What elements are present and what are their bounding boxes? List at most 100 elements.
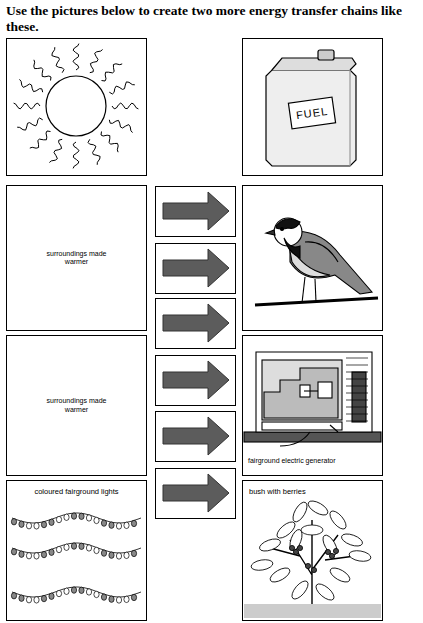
- arrow: [163, 361, 229, 399]
- sun-rays: [14, 44, 139, 169]
- sun-ray: [101, 132, 118, 153]
- grill-line: [346, 372, 368, 373]
- bulb: [34, 553, 39, 559]
- arrow-box: [156, 356, 236, 406]
- sun-ray: [30, 131, 51, 148]
- leaf: [268, 565, 292, 585]
- berry: [305, 563, 310, 568]
- bulb: [94, 547, 99, 553]
- bulb: [11, 519, 16, 525]
- bulb: [101, 594, 106, 600]
- bulb: [124, 552, 129, 558]
- picture-box: fairground electric generator: [242, 335, 383, 476]
- sun-ray: [52, 47, 64, 72]
- picture-box: bush with berries: [242, 480, 383, 621]
- berry: [311, 567, 316, 572]
- leaf: [327, 508, 349, 531]
- bulb: [109, 522, 114, 528]
- berry: [325, 549, 330, 554]
- bulb: [101, 550, 106, 556]
- leaf: [301, 525, 323, 535]
- arrow: [163, 304, 229, 342]
- sun-ray: [112, 103, 138, 109]
- berry: [289, 545, 294, 550]
- picture-box: coloured fairground lights: [6, 480, 147, 621]
- arrow-box: [156, 412, 236, 462]
- leaf: [289, 578, 311, 601]
- bulb: [79, 587, 84, 593]
- light-wire: [12, 543, 141, 553]
- leaf: [348, 549, 371, 563]
- grill-line: [346, 358, 368, 359]
- berry: [293, 549, 298, 554]
- sun-ray: [34, 60, 51, 81]
- bulb: [34, 523, 39, 529]
- bulb: [116, 523, 121, 529]
- bulb: [109, 596, 114, 602]
- grill-line: [346, 386, 368, 387]
- arrow-box: [156, 469, 236, 519]
- bulb: [94, 591, 99, 597]
- bulb: [124, 596, 129, 602]
- arrow: [163, 192, 229, 230]
- bulb: [86, 589, 91, 595]
- bulb: [34, 597, 39, 603]
- bulb: [26, 597, 31, 603]
- sun: [46, 76, 106, 136]
- leaf: [320, 533, 340, 557]
- sun-ray: [73, 44, 79, 70]
- bulb: [64, 588, 69, 594]
- bulb: [19, 551, 24, 557]
- grill-line: [346, 421, 368, 422]
- leaf: [340, 532, 364, 549]
- bush-stem: [270, 520, 355, 604]
- bulb: [26, 523, 31, 529]
- bush: [244, 498, 381, 618]
- fuel-box: [243, 39, 383, 176]
- bulb: [131, 520, 136, 526]
- arrow-box: [156, 244, 236, 294]
- generator: [244, 352, 381, 446]
- bulb: [109, 552, 114, 558]
- box-label: surroundings made warmer: [41, 250, 113, 267]
- box-label: coloured fairground lights: [33, 487, 119, 496]
- light-wire: [12, 587, 141, 597]
- bulb: [26, 553, 31, 559]
- bulb: [116, 553, 121, 559]
- leaf: [328, 565, 352, 585]
- sun-ray: [14, 103, 40, 109]
- bulb: [41, 521, 46, 527]
- arrow-box: [156, 299, 236, 349]
- bulb: [116, 597, 121, 603]
- bulb: [131, 550, 136, 556]
- grill-line: [346, 400, 368, 401]
- title: Use the pictures below to create two mor…: [6, 3, 416, 35]
- bulb: [49, 593, 54, 599]
- grill-line: [346, 379, 368, 380]
- bulb: [79, 543, 84, 549]
- fairground-lights: [11, 513, 141, 603]
- arrow-box: [156, 187, 236, 237]
- sun-ray: [102, 64, 123, 81]
- bulb: [94, 517, 99, 523]
- sun-ray: [109, 82, 135, 94]
- grill-line: [346, 407, 368, 408]
- sun-ray: [88, 139, 100, 165]
- fuel-can: [266, 50, 356, 166]
- sun-ray: [109, 120, 132, 133]
- arrow: [163, 249, 229, 287]
- berry: [329, 553, 334, 558]
- bulb: [71, 513, 76, 519]
- picture-box: surroundings made warmer: [6, 335, 147, 476]
- bulb: [131, 594, 136, 600]
- grill-line: [346, 414, 368, 415]
- bulb: [19, 521, 24, 527]
- bulb: [49, 549, 54, 555]
- bulb: [71, 587, 76, 593]
- leaf: [250, 558, 273, 572]
- leaf: [313, 581, 336, 603]
- sun-ray: [17, 118, 43, 130]
- grill-line: [346, 365, 368, 366]
- light-wire: [12, 513, 141, 523]
- leaf: [290, 500, 310, 524]
